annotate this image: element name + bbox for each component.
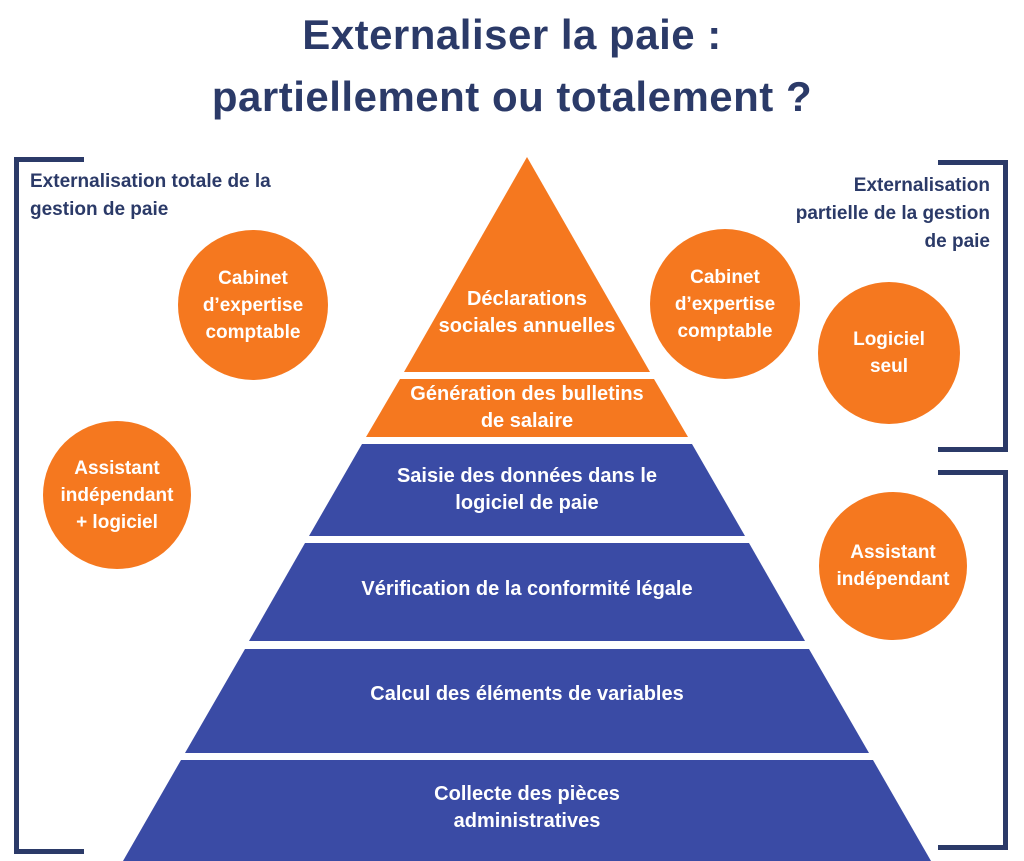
page-title: Externaliser la paie : partiellement ou … bbox=[211, 11, 813, 120]
circle-assistant-logiciel: Assistant indépendant + logiciel bbox=[43, 421, 191, 569]
circle-cabinet-expertise-right: Cabinet d’expertise comptable bbox=[650, 229, 800, 379]
right-bracket-lower bbox=[938, 470, 1008, 850]
pyramid-level-verification-conformite: Vérification de la conformité légale bbox=[249, 543, 805, 641]
circle-cabinet-expertise-left: Cabinet d’expertise comptable bbox=[178, 230, 328, 380]
left-bracket bbox=[14, 157, 84, 854]
pyramid-level-declarations: Déclarations sociales annuelles bbox=[404, 157, 650, 372]
circle-logiciel-seul: Logiciel seul bbox=[818, 282, 960, 424]
left-group-label: Externalisation totale de la gestion de … bbox=[30, 171, 271, 220]
pyramid-level-collecte-pieces: Collecte des pièces administratives bbox=[123, 760, 931, 861]
circle-assistant-independant: Assistant indépendant bbox=[819, 492, 967, 640]
pyramid-level-generation-bulletins: Génération des bulletins de salaire bbox=[366, 379, 688, 437]
pyramid-level-calcul-variables: Calcul des éléments de variables bbox=[185, 649, 869, 753]
right-bracket-partial bbox=[938, 160, 1008, 452]
right-group-label: Externalisation partielle de la gestion … bbox=[795, 175, 990, 252]
pyramid-level-saisie-donnees: Saisie des données dans le logiciel de p… bbox=[309, 444, 745, 536]
